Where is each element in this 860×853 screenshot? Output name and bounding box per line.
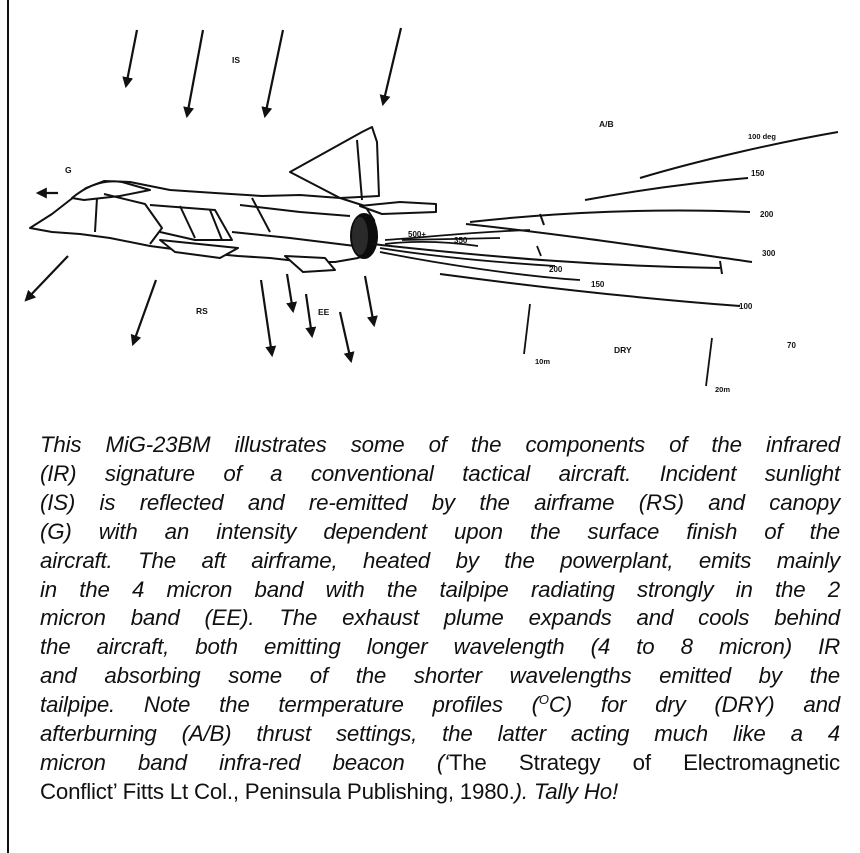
caption-line: Conflict’ Fitts Lt Col., Peninsula Publi… bbox=[40, 778, 840, 807]
caption-line: tailpipe. Note the termperature profiles… bbox=[40, 691, 840, 720]
distance-20m: 20m bbox=[715, 385, 730, 394]
label-canopy-glint: G bbox=[65, 165, 72, 175]
afterburner-temperature-contours bbox=[371, 131, 839, 307]
degree-superscript: O bbox=[538, 692, 549, 708]
diagram-labels: IS G RS EE A/B DRY 100 deg 150 200 300 1… bbox=[65, 55, 796, 394]
caption-line: and absorbing some of the shorter wavele… bbox=[40, 663, 840, 689]
caption-line: in the 4 micron band with the tailpipe r… bbox=[40, 576, 840, 602]
ir-signature-diagram: IS G RS EE A/B DRY 100 deg 150 200 300 1… bbox=[24, 27, 839, 394]
caption-line: This MiG-23BM illustrates some of the co… bbox=[40, 432, 840, 457]
figure-caption: This MiG-23BM illustrates some of the co… bbox=[40, 431, 840, 807]
temp-70: 70 bbox=[787, 341, 796, 350]
temp-350: 350 bbox=[454, 236, 468, 245]
caption-line: (IS) is reflected and re-emitted by the … bbox=[40, 489, 840, 515]
label-incident-sunlight: IS bbox=[232, 55, 240, 65]
temp-100-deg: 100 deg bbox=[748, 132, 776, 141]
caption-text: micron band infra-red beacon (‘ bbox=[40, 749, 449, 775]
reflected-emission-arrows bbox=[130, 273, 378, 364]
caption-line: (G) with an intensity dependent upon the… bbox=[40, 518, 840, 544]
citation-text: ’ Fitts Lt Col., Peninsula Publishing, 1… bbox=[112, 778, 515, 804]
book-title-upright: The Strategy of Electromagnetic bbox=[448, 749, 840, 775]
incident-sunlight-arrows bbox=[122, 27, 403, 119]
temp-150-ab: 150 bbox=[751, 169, 765, 178]
left-border-line bbox=[7, 0, 9, 853]
temp-150-dry: 150 bbox=[591, 280, 605, 289]
caption-line: micron band infra-red beacon (‘The Strat… bbox=[40, 749, 840, 778]
temp-200-dry: 200 bbox=[549, 265, 563, 274]
label-reflected-sunlight: RS bbox=[196, 306, 208, 316]
caption-line: (IR) signature of a conventional tactica… bbox=[40, 460, 840, 486]
temp-500-plus: 500+ bbox=[408, 230, 426, 239]
label-dry-thrust: DRY bbox=[614, 345, 632, 355]
caption-text: C) for dry (DRY) and bbox=[548, 692, 840, 718]
caption-line: afterburning (A/B) thrust settings, the … bbox=[40, 721, 840, 747]
caption-text: tailpipe. Note the termperature profiles… bbox=[40, 692, 539, 718]
caption-text: ). Tally Ho! bbox=[514, 778, 619, 804]
temp-200-ab: 200 bbox=[760, 210, 774, 219]
mig-23bm-aircraft bbox=[29, 126, 437, 273]
caption-line: micron band (EE). The exhaust plume expa… bbox=[40, 605, 840, 631]
distance-10m: 10m bbox=[535, 357, 550, 366]
label-engine-emission: EE bbox=[318, 307, 330, 317]
canopy-glint-arrows bbox=[24, 187, 69, 302]
distance-markers bbox=[523, 303, 713, 387]
temp-100: 100 bbox=[739, 302, 753, 311]
caption-line: the aircraft, both emitting longer wavel… bbox=[40, 634, 840, 660]
temp-300: 300 bbox=[762, 249, 776, 258]
dry-thrust-temperature-contours bbox=[379, 229, 581, 281]
label-afterburning: A/B bbox=[599, 119, 614, 129]
book-title-upright: Conflict bbox=[40, 778, 113, 804]
caption-line: aircraft. The aft airframe, heated by th… bbox=[40, 547, 840, 573]
